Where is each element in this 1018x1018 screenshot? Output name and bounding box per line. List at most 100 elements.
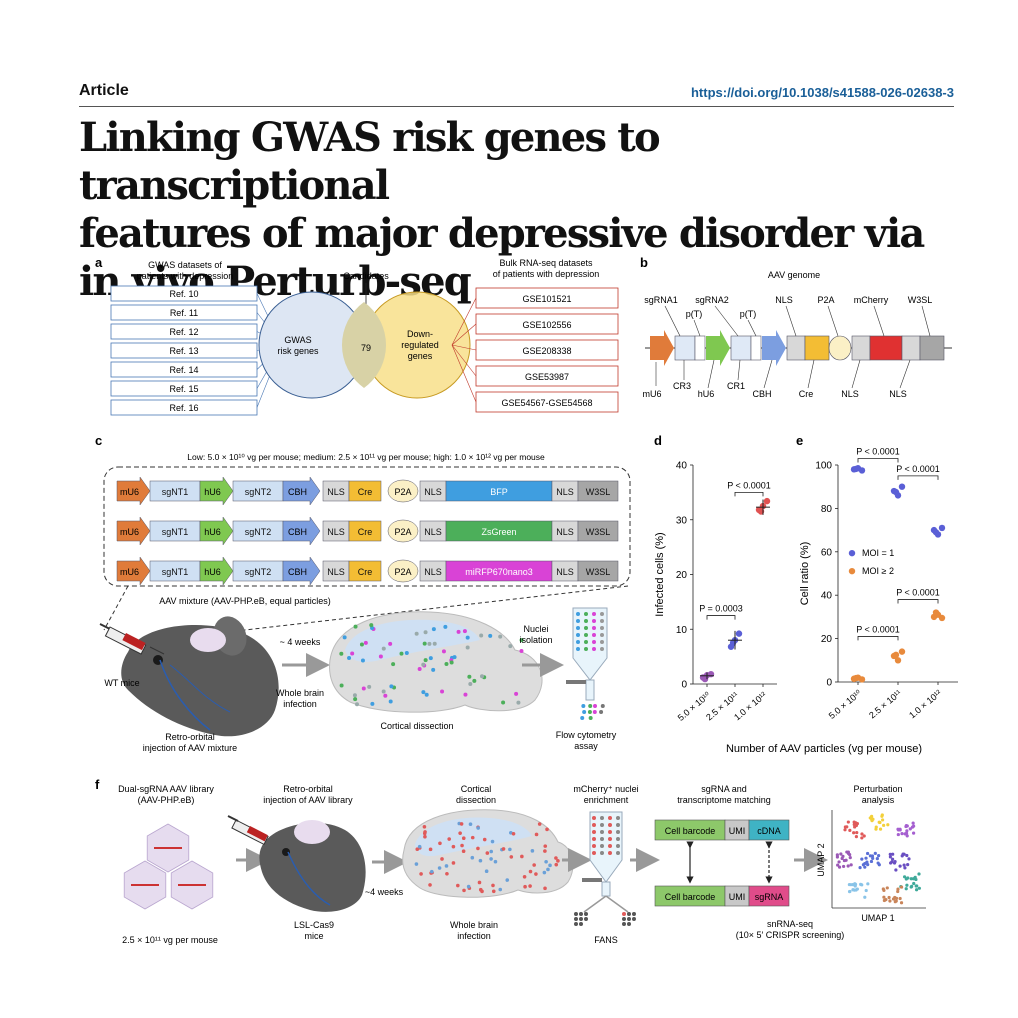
cell-dot [600, 837, 604, 841]
cell-dot [462, 629, 467, 634]
cell-dot [600, 647, 604, 651]
cell-dot [480, 889, 484, 894]
b-label-hu6: hU6 [698, 389, 715, 399]
cell-dot [432, 641, 437, 646]
gwas-header-line2: patients with depression [137, 271, 234, 281]
cell-dot [588, 704, 593, 708]
gwas-ref-label: Ref. 11 [170, 308, 198, 318]
b-label-nls: NLS [775, 295, 793, 305]
rnaseq-connector [451, 344, 477, 351]
f-syringe-icon [227, 815, 269, 846]
umap-cell [888, 852, 892, 856]
aav-capsid-icons [123, 823, 214, 910]
cell-dot [339, 683, 344, 688]
data-point [898, 648, 906, 655]
injection-line1: Retro-orbital [165, 732, 215, 742]
cell-dot [350, 651, 355, 656]
umap-cell [912, 881, 916, 886]
cell-dot [546, 867, 550, 872]
sgnt1-label: sgNT1 [162, 527, 189, 537]
umap-cell [891, 857, 895, 861]
umap-cell [903, 866, 907, 870]
cell-dot [461, 849, 466, 853]
umap-cell [893, 900, 897, 904]
p2a-label: P2A [394, 527, 411, 537]
cell-dot [452, 655, 457, 660]
injection-line2: injection of AAV mixture [143, 743, 237, 753]
cell-dot [627, 912, 631, 916]
umap-cell [866, 851, 870, 856]
b-nls3 [901, 335, 921, 361]
library-line2: (AAV-PHP.eB) [138, 795, 195, 805]
venn-right-line2: regulated [401, 340, 439, 350]
umi-top-label: UMI [729, 826, 746, 836]
f-mice-line1: LSL-Cas9 [294, 920, 334, 930]
umap-cell [894, 896, 899, 900]
data-point [852, 674, 860, 682]
cell-dot [429, 869, 434, 874]
venn-right-line1: Down- [407, 329, 433, 339]
umap-cell [848, 828, 852, 832]
construct-box [103, 466, 631, 587]
cell-dot [519, 638, 524, 643]
umap-cell [835, 853, 839, 857]
cbh-promoter-label: CBH [288, 487, 307, 497]
cell-dot [428, 656, 433, 661]
cell-dot [576, 619, 580, 623]
sgrna-label: sgRNA [755, 892, 784, 902]
legend-label: MOI = 1 [862, 548, 894, 558]
sgnt2-label: sgNT2 [245, 487, 272, 497]
w3sl [577, 520, 619, 542]
title-line-1: Linking GWAS risk genes to transcription… [79, 114, 661, 209]
gwas-ref-label: Ref. 16 [169, 403, 198, 413]
venn-overlap-count: 79 [361, 343, 371, 353]
umap-cell [887, 895, 891, 900]
sgrna-box [748, 885, 790, 907]
reporter-1-label: ZsGreen [481, 527, 516, 537]
umap-cell [846, 864, 850, 868]
cell-dot [367, 684, 372, 689]
cell-dot [543, 844, 548, 848]
cell-dot [509, 830, 513, 835]
cell-dot [493, 859, 498, 864]
cell-dot [554, 856, 558, 860]
b-hu6-promoter [706, 330, 730, 366]
cell-dot [592, 633, 596, 637]
y-tick-label: 20 [821, 634, 833, 645]
cell-dot [522, 874, 527, 879]
cell-dot [543, 849, 547, 853]
data-point [735, 630, 743, 637]
umap-cell [880, 814, 884, 818]
cell-dot [423, 834, 427, 839]
cell-dot [451, 844, 456, 849]
cell-dot [600, 612, 604, 616]
umap-cell [839, 852, 843, 856]
b-pt1 [694, 335, 706, 361]
cell-dot [543, 886, 547, 891]
doi-link[interactable]: https://doi.org/10.1038/s41588-026-02638… [690, 85, 954, 100]
cell-dot [485, 851, 490, 855]
cell-dot [616, 830, 620, 834]
rnaseq-set-label: GSE208338 [522, 346, 571, 356]
umap-cell [905, 853, 909, 858]
cell-dot [498, 634, 503, 639]
umap-cell [902, 852, 906, 856]
cell-dot [600, 851, 604, 855]
cell-dot [490, 839, 495, 844]
umap-cell [917, 872, 921, 876]
nls-b-label: NLS [424, 487, 442, 497]
umap-cell [866, 882, 870, 886]
cell-dot [554, 862, 559, 867]
sgnt1-label: sgNT1 [162, 567, 189, 577]
umap-cell [914, 888, 919, 892]
umap-cell [891, 897, 896, 901]
cell-dot [460, 843, 464, 848]
mu6-promoter-label: mU6 [120, 487, 139, 497]
rnaseq-set-list: GSE101521GSE102556GSE208338GSE53987GSE54… [451, 287, 619, 413]
cell-dot [592, 619, 596, 623]
zoom-line-right [209, 585, 629, 635]
y-tick-label: 80 [821, 504, 833, 515]
cre-label: Cre [358, 567, 373, 577]
